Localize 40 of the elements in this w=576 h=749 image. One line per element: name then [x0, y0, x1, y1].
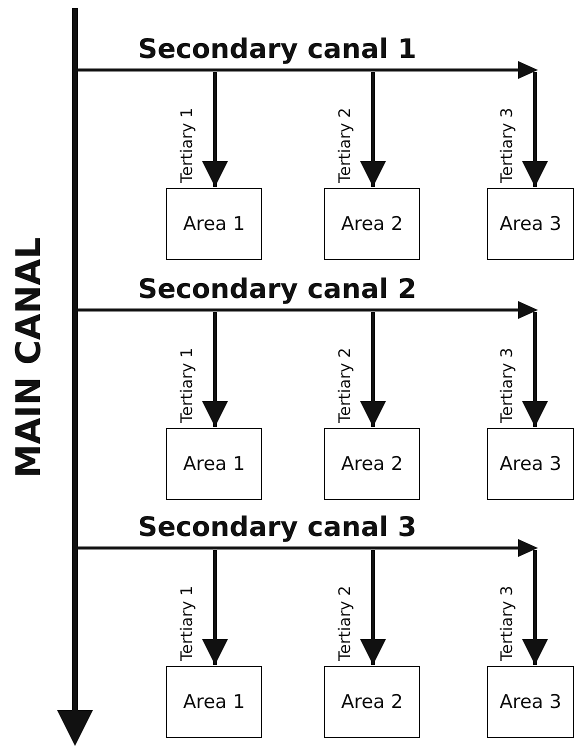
area-box: [166, 666, 262, 738]
area-label: Area 1: [183, 453, 245, 475]
area-label: Area 3: [500, 453, 562, 475]
arrow: [202, 312, 228, 427]
edge-label: Tertiary 2: [337, 586, 353, 661]
area-box: [166, 428, 262, 500]
area-label: Area 3: [500, 691, 562, 713]
arrow: [360, 550, 386, 665]
area-box: [324, 188, 420, 260]
canal-label: Secondary canal 1: [138, 36, 417, 63]
edge-label: Tertiary 3: [499, 586, 515, 661]
arrow: [202, 72, 228, 187]
area-box: [487, 666, 574, 738]
area-box: [487, 428, 574, 500]
arrow: [360, 72, 386, 187]
edge-label: Tertiary 3: [499, 108, 515, 183]
area-label: Area 2: [341, 213, 403, 235]
area-label: Area 2: [341, 691, 403, 713]
canal-label: Secondary canal 2: [138, 276, 417, 303]
arrow: [202, 550, 228, 665]
main-canal-label: MAIN CANAL: [12, 237, 46, 478]
area-label: Area 2: [341, 453, 403, 475]
edge-label: Tertiary 2: [337, 348, 353, 423]
area-box: [166, 188, 262, 260]
edge-label: Tertiary 1: [179, 586, 195, 661]
arrow: [522, 550, 548, 665]
arrow: [522, 312, 548, 427]
arrow: [360, 312, 386, 427]
edge-label: Tertiary 1: [179, 108, 195, 183]
area-label: Area 1: [183, 691, 245, 713]
canal-label: Secondary canal 3: [138, 514, 417, 541]
area-box: [324, 428, 420, 500]
edge-label: Tertiary 2: [337, 108, 353, 183]
area-label: Area 1: [183, 213, 245, 235]
area-box: [324, 666, 420, 738]
edge-label: Tertiary 1: [179, 348, 195, 423]
edge-label: Tertiary 3: [499, 348, 515, 423]
area-label: Area 3: [500, 213, 562, 235]
area-box: [487, 188, 574, 260]
arrow: [522, 72, 548, 187]
